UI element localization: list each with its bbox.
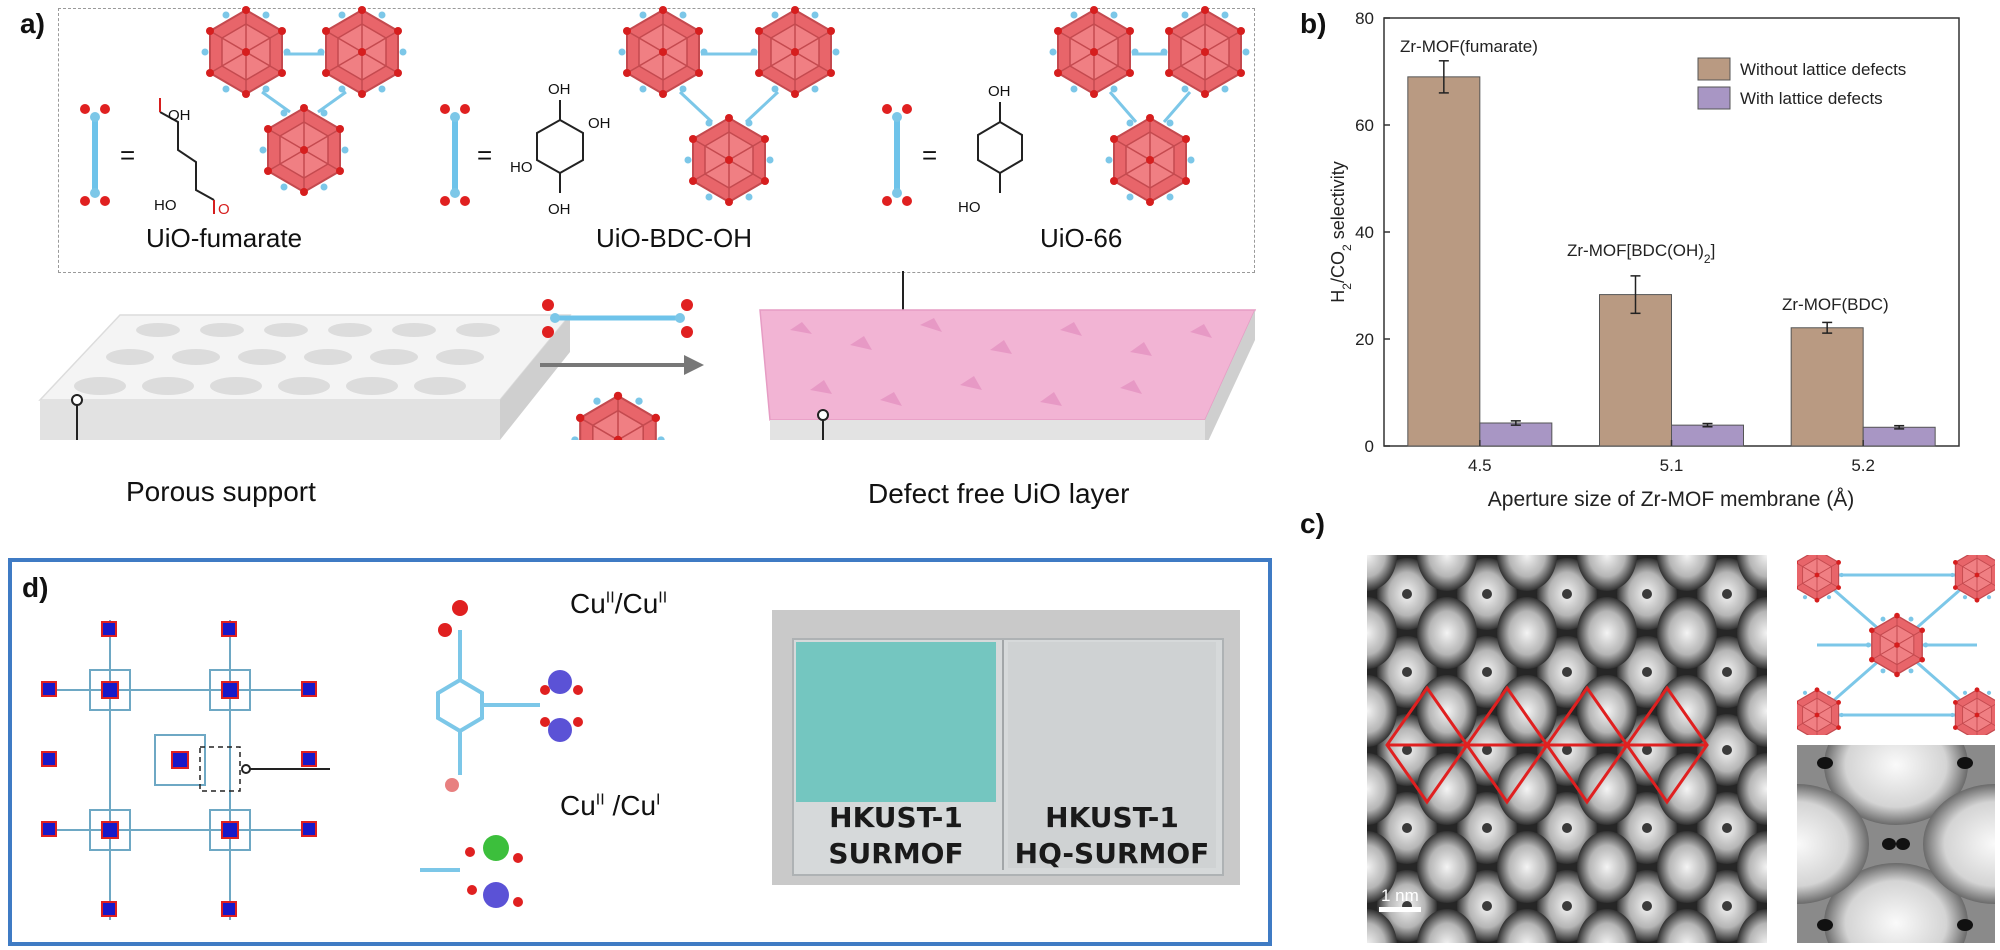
x-tick-label: 5.2 xyxy=(1851,456,1875,475)
cu-ii-cu-i-label: CuII /CuI xyxy=(560,790,661,821)
y-tick-label: 60 xyxy=(1355,116,1374,135)
y-axis-ticks: 0 20 40 60 80 xyxy=(1355,9,1390,456)
annotation-bdc-oh: Zr-MOF[BDC(OH)2] xyxy=(1567,241,1715,266)
atom-label: OH xyxy=(548,201,571,218)
uio-bdc-oh-cluster-right xyxy=(749,5,841,99)
selectivity-bar-chart: 0 20 40 60 80 4.5 5.1 5.2 H2/CO2 selectivity A… xyxy=(1328,9,1960,511)
annotation-bdc: Zr-MOF(BDC) xyxy=(1782,295,1889,314)
bar xyxy=(1671,424,1744,447)
structure-model-inset xyxy=(1797,555,1995,735)
equals-sign-1: = xyxy=(120,140,136,170)
scale-bar xyxy=(1379,907,1421,912)
mof-name-uio-66: UiO-66 xyxy=(1040,223,1123,253)
fumarate-links xyxy=(261,52,347,114)
stem-image: 1 nm xyxy=(1367,555,1767,943)
bars xyxy=(1407,60,1936,447)
simulated-image-inset xyxy=(1797,745,1995,943)
uio-bdc-oh-cluster-bottom xyxy=(683,113,775,207)
bar xyxy=(1862,426,1936,447)
fumarate-linker-icon xyxy=(80,104,110,206)
terephthalic-structure xyxy=(977,102,1023,193)
surmof-film xyxy=(796,642,996,802)
uio-fumarate-cluster-left xyxy=(200,5,292,99)
equals-sign-3: = xyxy=(922,140,938,170)
uio-66-cluster-right xyxy=(1159,5,1251,99)
cu-ii-cu-ii-label: CuII/CuII xyxy=(570,588,668,619)
legend-swatch-with xyxy=(1697,86,1731,110)
atom-label: OH xyxy=(548,81,571,98)
uio-66-links xyxy=(1108,52,1192,123)
support-callout-dot xyxy=(71,394,83,406)
equals-sign-2: = xyxy=(477,140,493,170)
panel-a-linker-box xyxy=(58,8,1255,273)
panel-d-label: d) xyxy=(22,572,49,603)
legend-label-without: Without lattice defects xyxy=(1740,60,1906,79)
bar xyxy=(1790,327,1864,447)
panel-b-label: b) xyxy=(1300,8,1327,39)
bar xyxy=(1599,294,1672,447)
bar xyxy=(1407,76,1481,447)
annotation-fumarate: Zr-MOF(fumarate) xyxy=(1400,37,1538,56)
selection-box xyxy=(199,746,241,792)
hkust-framework xyxy=(41,620,330,920)
mof-name-fumarate: UiO-fumarate xyxy=(146,223,303,253)
stem-lattice xyxy=(1367,555,1767,943)
panel-d-frame xyxy=(8,558,1272,946)
process-arrow xyxy=(540,355,704,375)
panel-c-label: c) xyxy=(1300,508,1325,539)
bdc-oh-linker-icon xyxy=(440,104,470,206)
uio-layer-slab xyxy=(759,309,1257,440)
panel-a-structures: OH HO O OH OH HO OH OH HO xyxy=(38,5,1257,440)
x-tick-label: 5.1 xyxy=(1660,456,1684,475)
bar xyxy=(1479,422,1553,447)
y-tick-label: 20 xyxy=(1355,330,1374,349)
mof-name-bdc-oh: UiO-BDC-OH xyxy=(596,223,752,253)
atom-label: HO xyxy=(958,199,981,216)
arrow-linker-icon xyxy=(542,299,693,338)
uio-66-cluster-left xyxy=(1048,5,1140,99)
x-axis-label: Aperture size of Zr-MOF membrane (Å) xyxy=(1488,488,1854,511)
uio-fumarate-cluster-bottom xyxy=(258,103,350,197)
atom-label: OH xyxy=(168,107,191,124)
uio-66-cluster-bottom xyxy=(1104,113,1196,207)
y-tick-label: 80 xyxy=(1355,9,1374,28)
cu-coordination-models xyxy=(420,600,583,908)
support-callout-line xyxy=(76,405,78,440)
support-pores xyxy=(74,323,500,395)
cu-paddlewheels xyxy=(41,621,317,917)
hq-surmof-film xyxy=(1008,642,1216,868)
fumaric-acid-structure xyxy=(159,98,215,214)
uio-fumarate-cluster-right xyxy=(316,5,408,99)
y-axis-label: H2/CO2 selectivity xyxy=(1328,161,1354,302)
x-axis-ticks: 4.5 5.1 5.2 xyxy=(1468,440,1875,475)
legend-label-with: With lattice defects xyxy=(1740,89,1883,108)
y-tick-label: 40 xyxy=(1355,223,1374,242)
y-tick-label: 0 xyxy=(1365,437,1374,456)
cu-mixed-model xyxy=(420,835,523,908)
x-tick-label: 4.5 xyxy=(1468,456,1492,475)
arrow-zr-cluster xyxy=(570,390,666,440)
legend-swatch-without xyxy=(1697,57,1731,81)
legend: Without lattice defects With lattice def… xyxy=(1697,57,1906,110)
scale-bar-label: 1 nm xyxy=(1381,886,1419,905)
defect-free-layer-label: Defect free UiO layer xyxy=(868,478,1130,509)
dihydroxy-terephthalic-structure xyxy=(536,100,584,193)
layer-callout-dot xyxy=(817,409,829,421)
atom-label: OH xyxy=(988,83,1011,100)
panel-a-label: a) xyxy=(20,8,45,39)
atom-label: O xyxy=(218,201,230,218)
atom-label: HO xyxy=(510,159,533,176)
uio-layer-crystals xyxy=(790,318,1212,406)
atom-label: HO xyxy=(154,197,177,214)
film-divider xyxy=(1002,640,1004,870)
porous-support-label: Porous support xyxy=(126,476,316,507)
bdc-linker-icon xyxy=(882,104,912,206)
bdc-oh-links xyxy=(678,52,780,124)
uio-bdc-oh-cluster-left xyxy=(617,5,709,99)
atom-label: OH xyxy=(588,115,611,132)
unit-cell-overlay xyxy=(1385,685,1709,805)
